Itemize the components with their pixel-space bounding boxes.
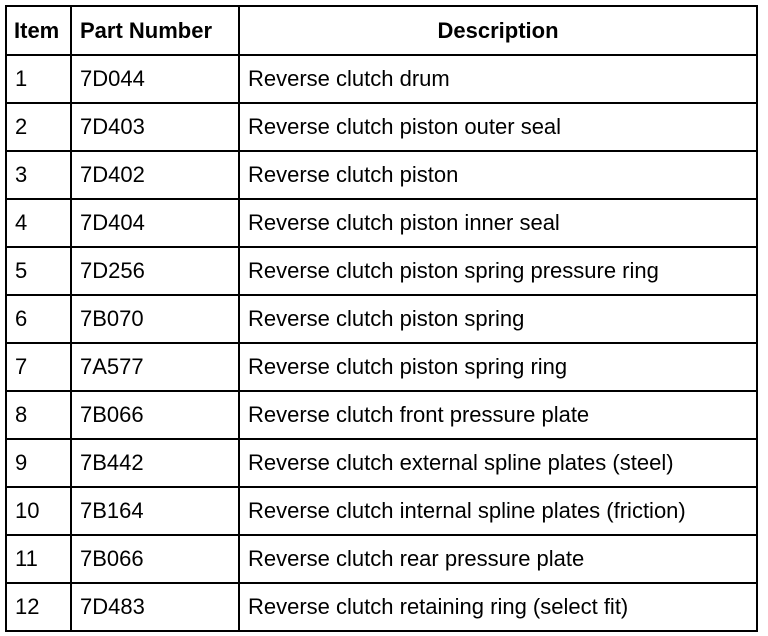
cell-item: 6 bbox=[5, 294, 72, 344]
cell-item: 4 bbox=[5, 198, 72, 248]
cell-description: Reverse clutch external spline plates (s… bbox=[238, 438, 758, 488]
cell-part-number: 7D403 bbox=[70, 102, 240, 152]
cell-part-number: 7D483 bbox=[70, 582, 240, 632]
cell-part-number: 7D402 bbox=[70, 150, 240, 200]
cell-description: Reverse clutch piston spring pressure ri… bbox=[238, 246, 758, 296]
cell-part-number: 7B070 bbox=[70, 294, 240, 344]
header-item: Item bbox=[5, 5, 72, 56]
cell-description: Reverse clutch rear pressure plate bbox=[238, 534, 758, 584]
header-row: Item Part Number Description bbox=[5, 5, 758, 56]
cell-item: 5 bbox=[5, 246, 72, 296]
cell-description: Reverse clutch piston inner seal bbox=[238, 198, 758, 248]
cell-item: 7 bbox=[5, 342, 72, 392]
cell-item: 9 bbox=[5, 438, 72, 488]
cell-part-number: 7B066 bbox=[70, 534, 240, 584]
cell-description: Reverse clutch internal spline plates (f… bbox=[238, 486, 758, 536]
cell-part-number: 7D404 bbox=[70, 198, 240, 248]
header-description: Description bbox=[238, 5, 758, 56]
cell-description: Reverse clutch piston bbox=[238, 150, 758, 200]
cell-description: Reverse clutch front pressure plate bbox=[238, 390, 758, 440]
cell-item: 11 bbox=[5, 534, 72, 584]
cell-part-number: 7D044 bbox=[70, 54, 240, 104]
cell-part-number: 7D256 bbox=[70, 246, 240, 296]
cell-item: 2 bbox=[5, 102, 72, 152]
cell-part-number: 7A577 bbox=[70, 342, 240, 392]
cell-description: Reverse clutch piston outer seal bbox=[238, 102, 758, 152]
cell-part-number: 7B066 bbox=[70, 390, 240, 440]
cell-part-number: 7B442 bbox=[70, 438, 240, 488]
cell-item: 8 bbox=[5, 390, 72, 440]
header-part-number: Part Number bbox=[70, 5, 240, 56]
cell-description: Reverse clutch piston spring bbox=[238, 294, 758, 344]
cell-description: Reverse clutch piston spring ring bbox=[238, 342, 758, 392]
table-header: Item Part Number Description bbox=[5, 5, 758, 56]
cell-item: 3 bbox=[5, 150, 72, 200]
cell-item: 12 bbox=[5, 582, 72, 632]
cell-description: Reverse clutch retaining ring (select fi… bbox=[238, 582, 758, 632]
cell-item: 10 bbox=[5, 486, 72, 536]
cell-part-number: 7B164 bbox=[70, 486, 240, 536]
cell-description: Reverse clutch drum bbox=[238, 54, 758, 104]
cell-item: 1 bbox=[5, 54, 72, 104]
